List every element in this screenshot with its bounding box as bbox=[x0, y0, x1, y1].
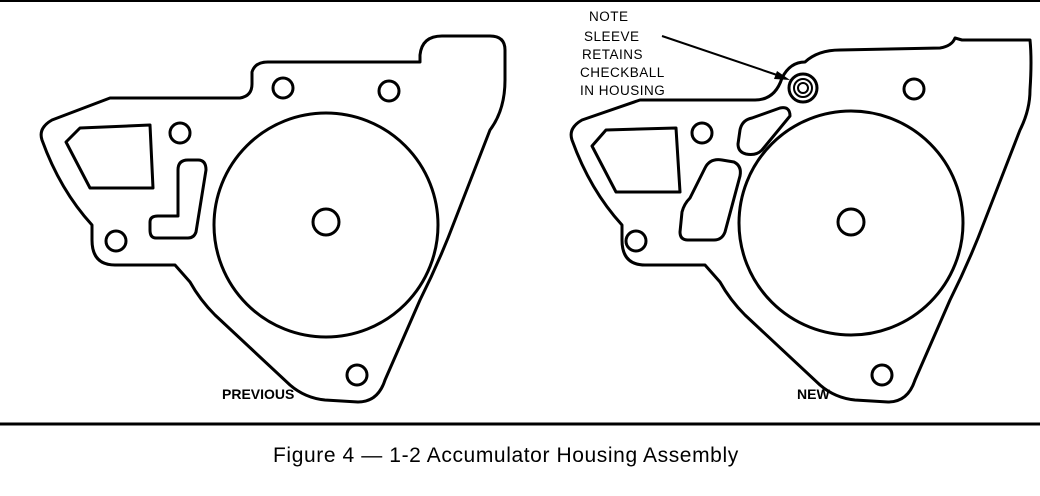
note-callout: NOTE SLEEVE RETAINS CHECKBALL IN HOUSING bbox=[580, 9, 790, 98]
new-upper-channel bbox=[736, 106, 792, 156]
previous-housing: PREVIOUS bbox=[39, 34, 507, 404]
previous-center-bore bbox=[212, 111, 440, 339]
previous-bolt-hole-1 bbox=[271, 76, 295, 100]
note-line-5: IN HOUSING bbox=[580, 83, 665, 98]
note-line-2: SLEEVE bbox=[584, 29, 640, 44]
new-checkball-sleeve-outer bbox=[787, 72, 819, 104]
new-bolt-hole-1 bbox=[902, 77, 926, 101]
new-center-bore bbox=[737, 109, 965, 337]
new-bolt-hole-2 bbox=[690, 121, 714, 145]
previous-bolt-hole-5 bbox=[345, 363, 369, 387]
previous-window-port bbox=[64, 123, 155, 190]
new-housing-outline bbox=[569, 36, 1033, 404]
note-line-4: CHECKBALL bbox=[580, 65, 665, 80]
previous-center-hole bbox=[311, 207, 341, 237]
previous-housing-outline bbox=[39, 34, 507, 404]
figure-caption: Figure 4 — 1-2 Accumulator Housing Assem… bbox=[273, 444, 739, 467]
note-leader-arrowhead bbox=[774, 71, 790, 80]
previous-bolt-hole-2 bbox=[377, 79, 401, 103]
new-checkball bbox=[797, 82, 809, 94]
note-line-1: NOTE bbox=[589, 9, 629, 24]
new-center-hole bbox=[836, 207, 866, 237]
previous-label: PREVIOUS bbox=[222, 386, 294, 402]
new-housing: NEW bbox=[569, 36, 1033, 404]
previous-l-channel bbox=[148, 158, 208, 240]
new-bolt-hole-4 bbox=[870, 363, 894, 387]
note-line-3: RETAINS bbox=[582, 47, 643, 62]
new-lower-channel bbox=[678, 158, 742, 242]
previous-bolt-hole-3 bbox=[168, 121, 192, 145]
new-checkball-sleeve-inner bbox=[793, 78, 813, 98]
new-window-port bbox=[590, 126, 682, 194]
note-leader-line bbox=[661, 35, 781, 77]
new-bolt-hole-3 bbox=[624, 229, 648, 253]
previous-bolt-hole-4 bbox=[104, 229, 128, 253]
new-label: NEW bbox=[797, 386, 830, 402]
